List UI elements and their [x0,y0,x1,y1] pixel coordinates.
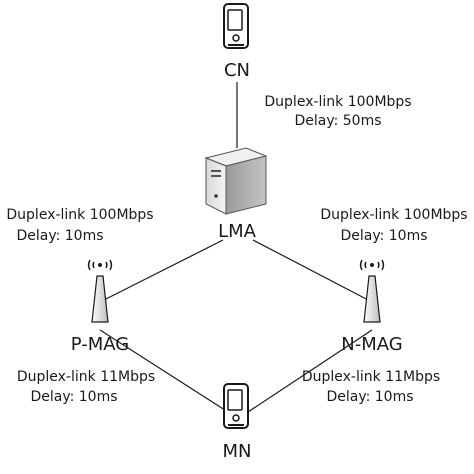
link-label-cn-lma: Duplex-link 100Mbps Delay: 50ms [264,94,411,129]
node-lma: LMA [204,147,268,242]
link-label-nmag-mn: Duplex-link 11Mbps Delay: 10ms [302,369,440,405]
node-mn: MN [223,383,252,462]
link-label-lma-pmag: Duplex-link 100Mbps Delay: 10ms [6,207,153,244]
link-label-lma-nmag: Duplex-link 100Mbps Delay: 10ms [320,207,467,244]
node-label-mn: MN [223,441,252,462]
node-label-cn: CN [224,60,250,81]
link-label-pmag-mn: Duplex-link 11Mbps Delay: 10ms [17,369,155,405]
link-label-pmag-mn-delay: Delay: 10ms [30,389,117,405]
link-label-lma-pmag-bandwidth: Duplex-link 100Mbps [6,207,153,223]
link-label-lma-nmag-bandwidth: Duplex-link 100Mbps [320,207,467,223]
link-label-nmag-mn-bandwidth: Duplex-link 11Mbps [302,369,440,385]
node-n-mag: N-MAG [341,259,403,355]
link-nmag-mn [247,329,373,413]
mobile-phone-icon [223,383,249,429]
link-label-cn-lma-delay: Delay: 50ms [294,113,381,129]
node-label-p-mag: P-MAG [71,334,129,355]
link-label-pmag-mn-bandwidth: Duplex-link 11Mbps [17,369,155,385]
antenna-icon [87,259,113,323]
link-label-lma-pmag-delay: Delay: 10ms [16,228,103,244]
link-pmag-mn [99,329,229,413]
node-label-lma: LMA [218,221,257,242]
antenna-icon [359,259,385,323]
node-p-mag: P-MAG [71,259,129,355]
link-label-nmag-mn-delay: Delay: 10ms [326,389,413,405]
server-icon [204,147,268,215]
node-cn: CN [223,3,250,81]
link-label-cn-lma-bandwidth: Duplex-link 100Mbps [264,94,411,110]
link-label-lma-nmag-delay: Delay: 10ms [340,228,427,244]
mobile-phone-icon [223,3,249,49]
node-label-n-mag: N-MAG [341,334,402,355]
link-lma-nmag [252,239,373,303]
link-lma-pmag [99,239,224,303]
